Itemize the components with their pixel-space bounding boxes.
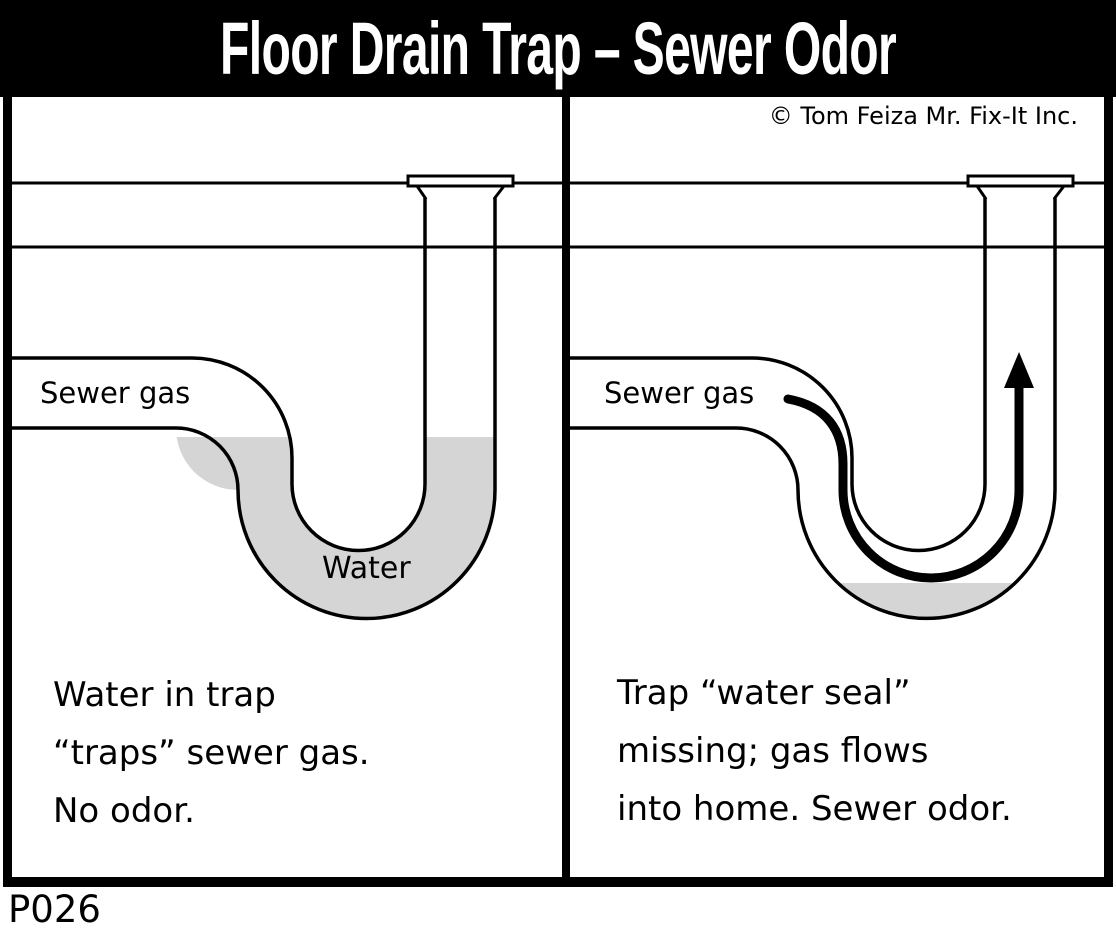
right-caption-line-1: Trap “water seal” [617, 673, 911, 713]
left-drain-flange [406, 174, 515, 200]
frame-right-border [1104, 97, 1113, 887]
left-caption-line-2: “traps” sewer gas. [53, 733, 370, 773]
left-caption-line-3: No odor. [53, 791, 195, 831]
left-caption-line-1: Water in trap [53, 675, 276, 715]
floor-lines [12, 181, 1104, 249]
gas-flow-arrow-icon [783, 352, 1034, 583]
right-caption: Trap “water seal” missing; gas flows int… [617, 664, 1012, 838]
right-drain-flange [966, 174, 1075, 200]
page-title: Floor Drain Trap – Sewer Odor [219, 7, 897, 90]
title-bar: Floor Drain Trap – Sewer Odor [0, 0, 1116, 97]
left-water-fill [176, 437, 495, 619]
left-trap-pipe [12, 198, 497, 621]
panel-divider [562, 97, 570, 887]
frame-left-border [3, 97, 12, 887]
diagram-frame [3, 97, 1113, 887]
right-trap-pipe [570, 198, 1057, 621]
left-sewer-gas-label: Sewer gas [40, 376, 191, 410]
water-label: Water [322, 551, 411, 586]
right-caption-line-3: into home. Sewer odor. [617, 789, 1012, 829]
right-caption-line-2: missing; gas flows [617, 731, 929, 771]
diagram-code-label: P026 [8, 888, 101, 931]
arrowhead-up [1004, 352, 1034, 388]
copyright-text: © Tom Feiza Mr. Fix-It Inc. [768, 102, 1078, 130]
right-sewer-gas-label: Sewer gas [604, 376, 755, 410]
frame-bottom-border [3, 877, 1113, 887]
left-caption: Water in trap “traps” sewer gas. No odor… [53, 666, 370, 840]
